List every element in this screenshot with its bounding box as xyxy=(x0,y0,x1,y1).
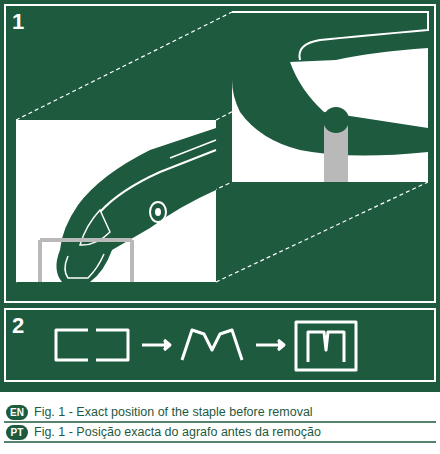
panel-number: 1 xyxy=(12,10,24,34)
figure-caption: Fig. 1 - Exact position of the staple be… xyxy=(34,404,313,420)
panel-number: 2 xyxy=(12,314,24,338)
language-badge: EN xyxy=(6,405,28,420)
language-badge: PT xyxy=(6,425,28,440)
figure-caption: Fig. 1 - Posição exacta do agrafo antes … xyxy=(34,424,321,440)
